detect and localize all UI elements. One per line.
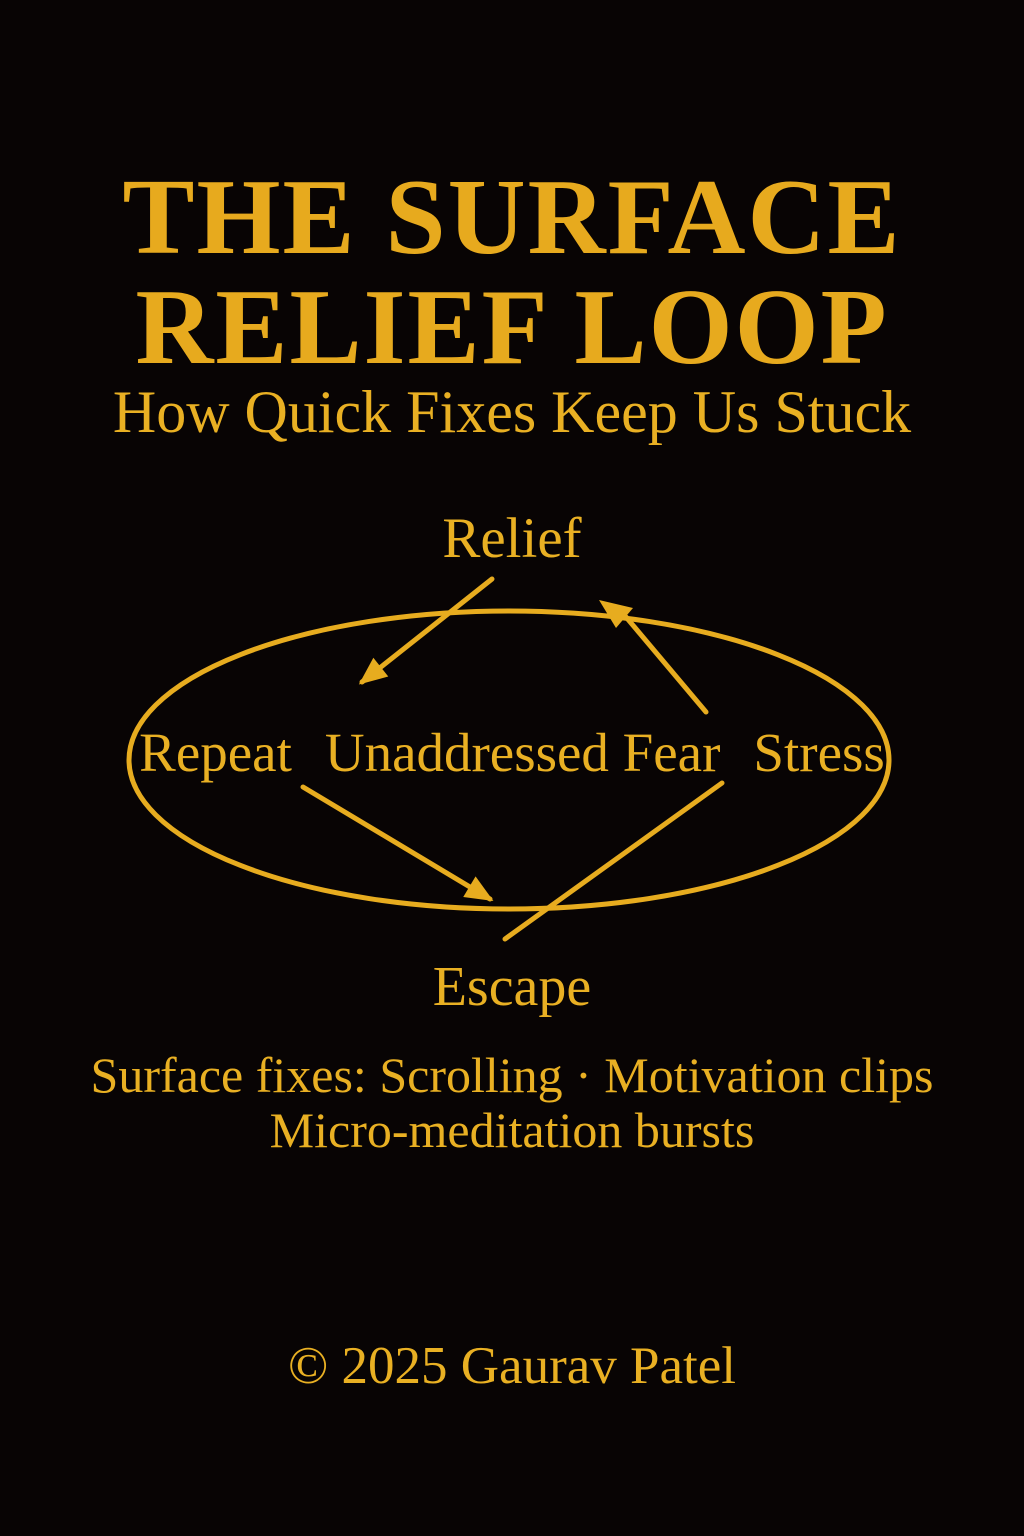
arrow-relief-to-repeat: [358, 576, 495, 685]
node-stress: Stress: [753, 722, 885, 783]
line-stress-to-escape: [502, 780, 725, 942]
loop-inner-nodes: Repeat Unaddressed Fear Stress: [0, 721, 1024, 784]
poster-title: THE SURFACE RELIEF LOOP: [0, 158, 1024, 388]
arrow-repeat-to-escape: [300, 784, 494, 902]
node-repeat: Repeat: [139, 722, 292, 783]
title-line-1: THE SURFACE: [122, 158, 902, 277]
copyright-footer: © 2025 Gaurav Patel: [288, 1337, 736, 1395]
arrowhead-loop-top: [599, 600, 633, 628]
caption-line-1: Surface fixes: Scrolling · Motivation cl…: [90, 1047, 934, 1103]
poster-subtitle: How Quick Fixes Keep Us Stuck: [112, 379, 912, 445]
node-escape: Escape: [432, 956, 592, 1018]
loop-ellipse: [126, 608, 892, 912]
node-unaddressed-fear: Unaddressed Fear: [324, 722, 721, 783]
surface-fixes-caption: Surface fixes: Scrolling · Motivation cl…: [0, 1048, 1024, 1158]
node-relief: Relief: [442, 507, 582, 570]
caption-line-2: Micro-meditation bursts: [269, 1102, 755, 1158]
title-line-2: RELIEF LOOP: [135, 268, 889, 388]
line-stress-branch: [623, 614, 709, 715]
